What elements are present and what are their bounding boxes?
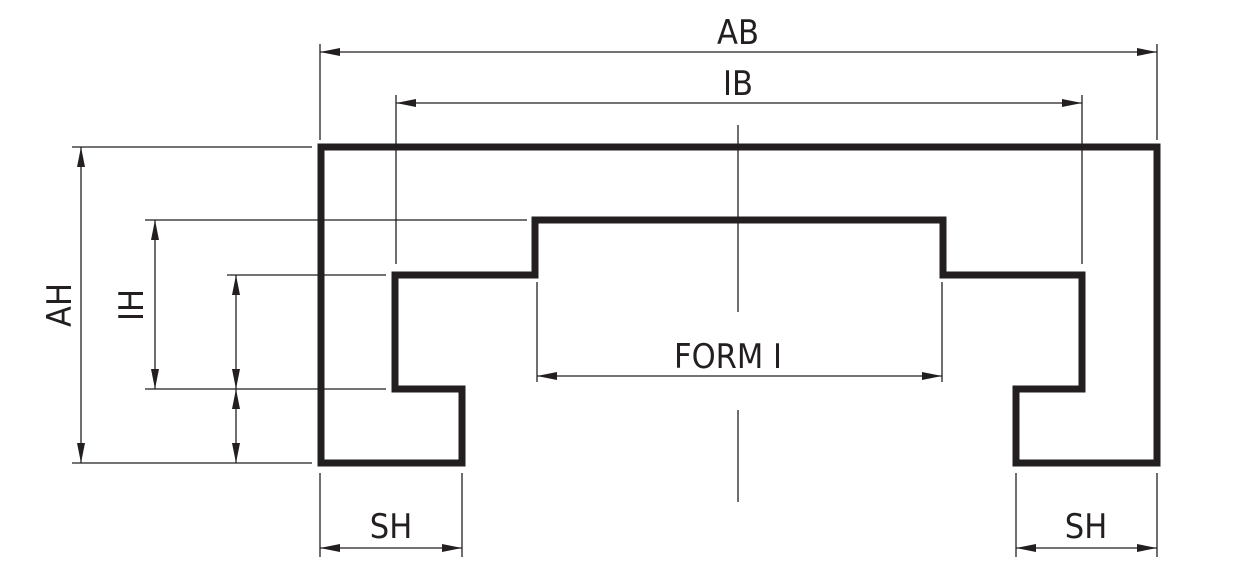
ib-label: IB <box>723 64 753 104</box>
sh-left-label: SH <box>370 507 412 547</box>
profile-outline <box>317 143 1161 467</box>
ih-label: IH <box>112 289 152 321</box>
ab-label: AB <box>717 13 759 53</box>
sh-right-label: SH <box>1065 507 1107 547</box>
ah-label: AH <box>40 283 80 327</box>
form-label: FORM I <box>674 337 782 377</box>
